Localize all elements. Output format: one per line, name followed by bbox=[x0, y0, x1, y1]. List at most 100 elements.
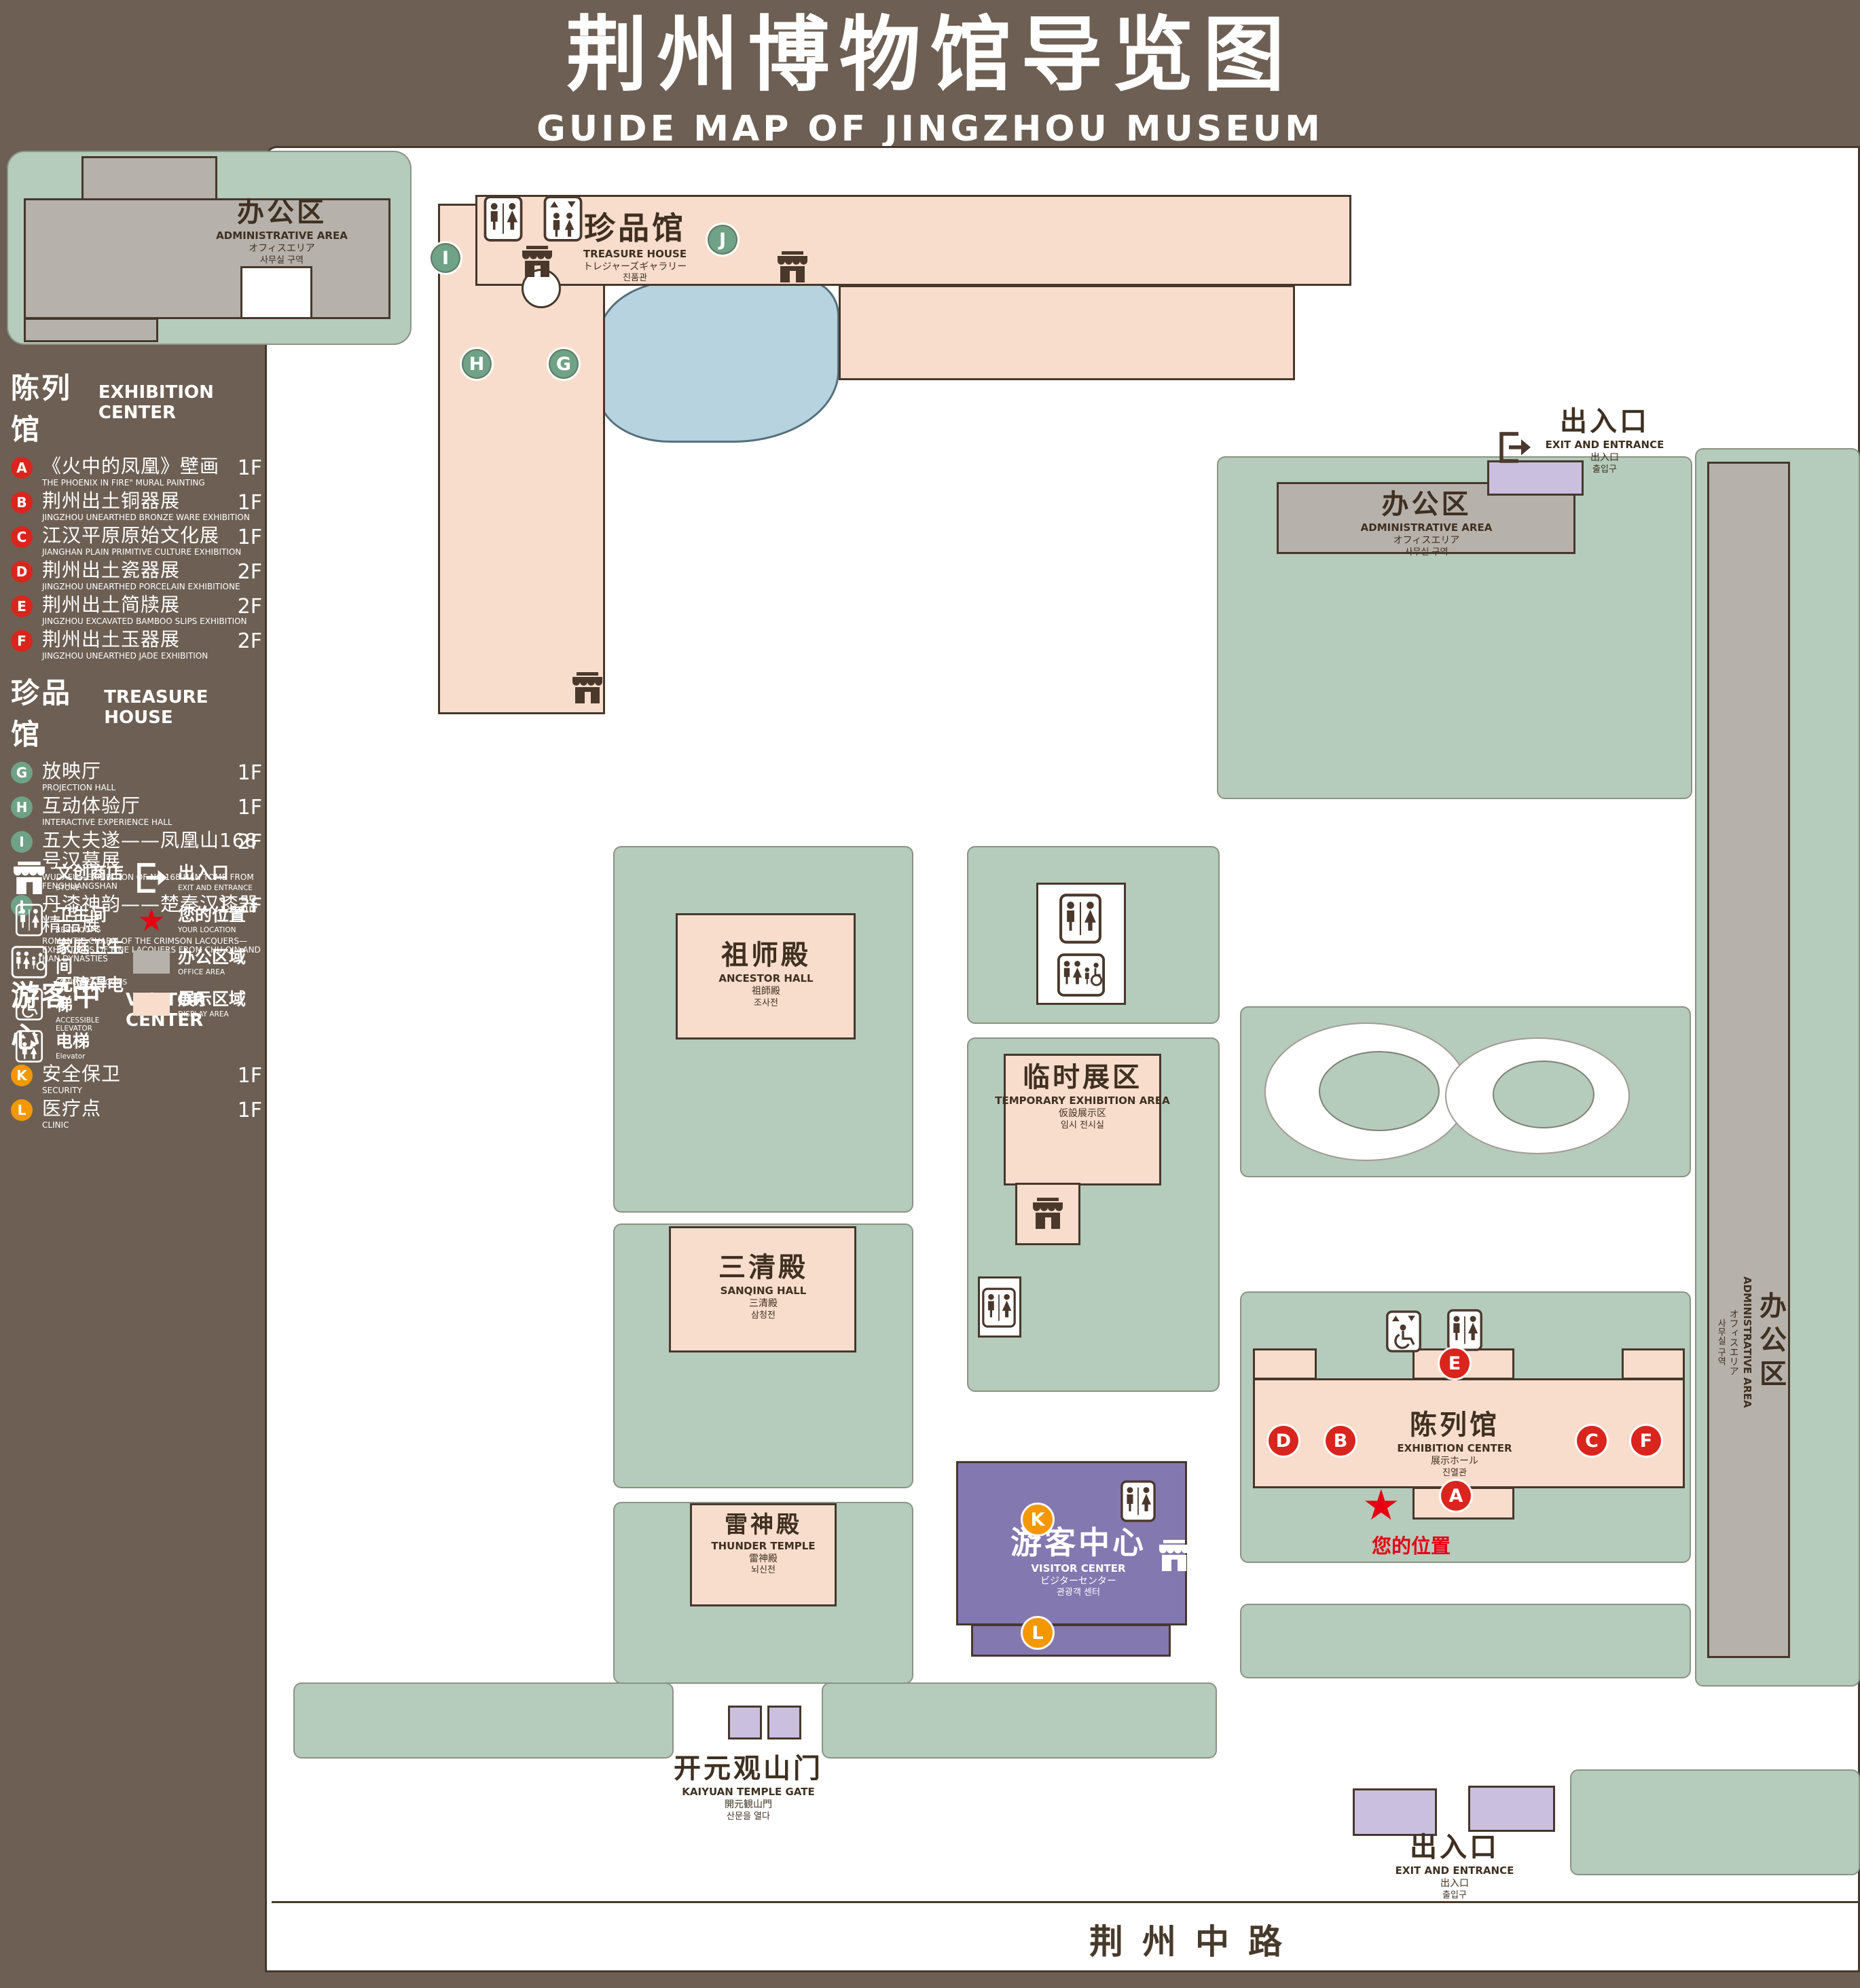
pavilion-exit-northeast bbox=[1487, 460, 1584, 496]
pavilion-exit-south-left bbox=[1353, 1788, 1437, 1836]
building-temporary-exhibition bbox=[1004, 1054, 1161, 1185]
map-marker-J: J bbox=[708, 225, 737, 255]
garden-island-west bbox=[1319, 1051, 1440, 1131]
admin-northwest-courtyard bbox=[240, 266, 312, 319]
elevator-icon bbox=[543, 196, 583, 242]
road-edge bbox=[272, 1901, 1860, 1903]
building-visitor-center-annex bbox=[971, 1624, 1171, 1657]
building-treasure-north-slab bbox=[475, 195, 1351, 286]
lawn-southeast bbox=[1570, 1769, 1860, 1875]
lawn-exhibition-south bbox=[1240, 1604, 1691, 1678]
family-icon bbox=[1054, 953, 1108, 997]
page-title: 荆州博物馆导览图 GUIDE MAP OF JINGZHOU MUSEUM bbox=[0, 8, 1860, 150]
map-marker-I: I bbox=[431, 243, 460, 273]
office-swatch-icon bbox=[133, 946, 170, 978]
exit-icon bbox=[1495, 430, 1533, 464]
legend-marker-H: H bbox=[11, 796, 33, 818]
legend-marker-G: G bbox=[11, 762, 33, 784]
accessible-icon bbox=[11, 988, 48, 1020]
store-icon bbox=[520, 246, 554, 277]
store-icon bbox=[570, 672, 604, 703]
road-label: 荆州中路 bbox=[1089, 1922, 1301, 1962]
building-exhibition-left-stub bbox=[1253, 1348, 1317, 1380]
store-icon bbox=[1157, 1540, 1191, 1571]
title-english: GUIDE MAP OF JINGZHOU MUSEUM bbox=[536, 109, 1324, 149]
restroom-icon bbox=[484, 196, 523, 242]
restroom-icon bbox=[1054, 894, 1107, 944]
legend-marker-C: C bbox=[11, 526, 33, 548]
lawn-south-center bbox=[822, 1682, 1217, 1759]
restroom-icon bbox=[11, 904, 48, 936]
building-admin-northwest-annex bbox=[24, 318, 158, 342]
restroom-icon bbox=[1444, 1309, 1486, 1351]
map-marker-D: D bbox=[1269, 1426, 1298, 1456]
star-icon: ★ bbox=[137, 902, 166, 938]
legend-marker-L: L bbox=[11, 1099, 33, 1121]
your-location-label: 您的位置 bbox=[1371, 1534, 1451, 1558]
exit-icon bbox=[133, 862, 170, 894]
building-ancestor-hall bbox=[676, 913, 856, 1039]
pavilion-exit-south-right bbox=[1468, 1786, 1555, 1832]
map-marker-E: E bbox=[1440, 1348, 1470, 1378]
lake bbox=[598, 280, 839, 443]
display-swatch-icon bbox=[133, 988, 170, 1020]
legend-marker-F: F bbox=[11, 630, 33, 652]
store-icon bbox=[776, 251, 809, 282]
title-chinese: 荆州博物馆导览图 bbox=[566, 8, 1294, 103]
your-location-star-icon: ★ bbox=[1362, 1480, 1400, 1530]
building-admin-northwest-wing bbox=[81, 156, 217, 201]
legend-marker-B: B bbox=[11, 492, 33, 513]
building-exhibition-main bbox=[1253, 1378, 1685, 1488]
building-sanqing-hall bbox=[669, 1226, 856, 1352]
map-marker-L: L bbox=[1023, 1618, 1053, 1648]
legend-marker-E: E bbox=[11, 595, 33, 617]
building-thunder-temple bbox=[690, 1503, 837, 1606]
map-marker-B: B bbox=[1326, 1426, 1355, 1456]
building-admin-northwest-main bbox=[24, 198, 390, 319]
elevator-icon bbox=[11, 1030, 48, 1063]
pavilion-gate-left bbox=[728, 1706, 762, 1740]
map-marker-H: H bbox=[462, 349, 492, 379]
map-marker-F: F bbox=[1631, 1426, 1661, 1456]
building-exhibition-right-stub bbox=[1622, 1348, 1685, 1380]
legend-marker-D: D bbox=[11, 561, 33, 583]
map-marker-C: C bbox=[1577, 1426, 1607, 1456]
store-icon bbox=[11, 862, 48, 894]
building-admin-far-east bbox=[1707, 462, 1790, 1658]
map-marker-G: G bbox=[549, 349, 579, 379]
map-marker-K: K bbox=[1023, 1505, 1053, 1534]
